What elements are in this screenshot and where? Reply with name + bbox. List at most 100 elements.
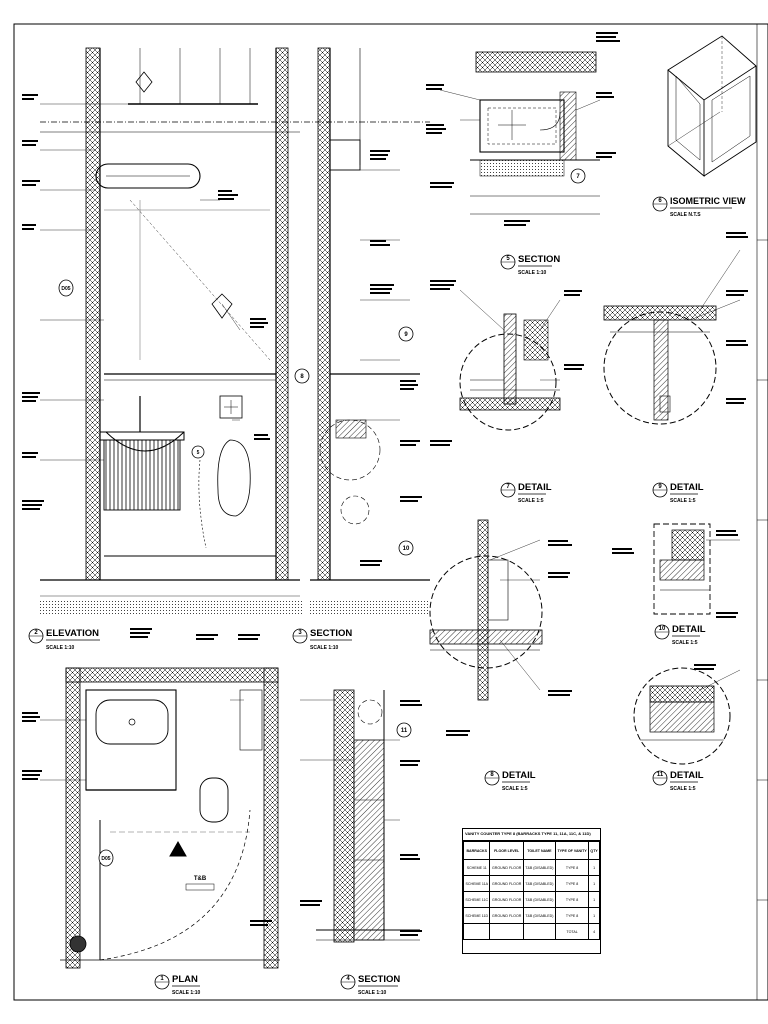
view-title: SECTION bbox=[310, 628, 352, 639]
table-row: SCHEME 11C GROUND FLOOR T&B (DISABLED) T… bbox=[462, 891, 600, 908]
view-number: 2 bbox=[34, 630, 38, 636]
view-number: 4 bbox=[346, 976, 350, 982]
detail-7-drawing bbox=[459, 313, 561, 431]
view-title-isometric: 6 ISOMETRIC VIEW SCALE N.T.S bbox=[652, 196, 746, 218]
schedule-heading: VANITY COUNTER TYPE 8 (BARRACKS TYPE 11,… bbox=[463, 829, 600, 841]
view-number: 10 bbox=[659, 626, 666, 632]
room-tag: T&B bbox=[194, 876, 207, 882]
view-title: PLAN bbox=[172, 974, 198, 985]
detail-10-drawing bbox=[653, 523, 711, 615]
view-scale: SCALE 1:5 bbox=[672, 640, 698, 646]
view-title: DETAIL bbox=[502, 770, 536, 781]
table-cell: 1 bbox=[588, 907, 600, 924]
table-cell: SCHEME 11A bbox=[462, 875, 491, 892]
view-number: 9 bbox=[658, 484, 662, 490]
vanity-schedule: VANITY COUNTER TYPE 8 (BARRACKS TYPE 11,… bbox=[462, 828, 601, 954]
door-tag: D05 bbox=[61, 286, 70, 292]
detail-9-drawing bbox=[603, 305, 717, 425]
view-title-section-5: 5 SECTION SCALE 1:10 bbox=[500, 254, 560, 276]
view-scale: SCALE 1:5 bbox=[670, 786, 696, 792]
table-cell: T&B (DISABLED) bbox=[522, 875, 556, 892]
view-scale: SCALE 1:10 bbox=[46, 645, 75, 651]
view-title-elevation: 2 ELEVATION SCALE 1:10 bbox=[28, 628, 100, 651]
view-scale: SCALE 1:10 bbox=[518, 270, 547, 276]
table-cell: TYPE 8 bbox=[554, 859, 590, 876]
table-cell: TYPE 8 bbox=[554, 875, 590, 892]
total-row: TOTAL 4 bbox=[462, 923, 600, 940]
view-title-detail-9: 9 DETAIL SCALE 1:5 bbox=[652, 482, 704, 504]
elevation-drawing bbox=[40, 47, 430, 614]
callout-markers: D05 D05 T&B 8 9 10 11 7 5 bbox=[58, 168, 586, 891]
view-number: 8 bbox=[490, 772, 494, 778]
table-cell bbox=[462, 923, 491, 940]
view-number: 7 bbox=[506, 484, 510, 490]
detail-11-drawing bbox=[633, 667, 731, 765]
table-row: SCHEME 11 GROUND FLOOR T&B (DISABLED) TY… bbox=[462, 859, 600, 876]
view-title-detail-8: 8 DETAIL SCALE 1:5 bbox=[484, 770, 536, 792]
table-cell bbox=[489, 923, 524, 940]
view-number: 5 bbox=[506, 256, 510, 262]
table-cell: T&B (DISABLED) bbox=[522, 859, 556, 876]
table-cell: T&B (DISABLED) bbox=[522, 907, 556, 924]
view-title: SECTION bbox=[518, 254, 560, 265]
detail-8-drawing bbox=[429, 519, 543, 701]
table-cell: SCHEME 11C bbox=[462, 891, 491, 908]
total-label: TOTAL bbox=[554, 923, 590, 940]
view-number: 6 bbox=[658, 198, 662, 204]
marker-8: 8 bbox=[300, 374, 304, 380]
table-row: SCHEME 11D GROUND FLOOR T&B (DISABLED) T… bbox=[462, 907, 600, 924]
view-scale: SCALE 1:5 bbox=[502, 786, 528, 792]
view-title: DETAIL bbox=[670, 482, 704, 493]
view-title-plan: 1 PLAN SCALE 1:10 bbox=[154, 974, 201, 996]
column-header: BARRACKS bbox=[462, 841, 491, 860]
marker-5: 5 bbox=[197, 450, 200, 456]
view-title: DETAIL bbox=[670, 770, 704, 781]
view-scale: SCALE 1:10 bbox=[172, 990, 201, 996]
view-title-detail-7: 7 DETAIL SCALE 1:5 bbox=[500, 482, 552, 504]
column-header: FLOOR LEVEL bbox=[489, 841, 524, 860]
table-cell: SCHEME 11D bbox=[462, 907, 491, 924]
view-scale: SCALE 1:10 bbox=[310, 645, 339, 651]
marker-7: 7 bbox=[576, 174, 580, 180]
table-cell: TYPE 8 bbox=[554, 907, 590, 924]
table-cell bbox=[522, 923, 556, 940]
table-row: SCHEME 11A GROUND FLOOR T&B (DISABLED) T… bbox=[462, 875, 600, 892]
view-number: 1 bbox=[160, 976, 164, 982]
isometric-drawing bbox=[667, 35, 757, 177]
title-strip bbox=[757, 239, 768, 901]
door-tag: D05 bbox=[101, 856, 110, 862]
table-cell: GROUND FLOOR bbox=[489, 859, 524, 876]
marker-9: 9 bbox=[404, 332, 408, 338]
view-number: 3 bbox=[298, 630, 302, 636]
view-title: DETAIL bbox=[672, 624, 706, 635]
schedule-header-row: BARRACKS FLOOR LEVEL TOILET NAME TYPE OF… bbox=[462, 841, 600, 860]
schedule-table: BARRACKS FLOOR LEVEL TOILET NAME TYPE OF… bbox=[462, 841, 600, 940]
table-cell: TYPE 8 bbox=[554, 891, 590, 908]
view-title-detail-11: 11 DETAIL SCALE 1:5 bbox=[652, 770, 704, 792]
section-3-drawing bbox=[310, 47, 430, 614]
view-title: SECTION bbox=[358, 974, 400, 985]
view-scale: SCALE N.T.S bbox=[670, 212, 701, 218]
column-header: TYPE OF VANITY bbox=[554, 841, 590, 860]
view-scale: SCALE 1:10 bbox=[358, 990, 387, 996]
marker-10: 10 bbox=[403, 546, 410, 552]
view-title: DETAIL bbox=[518, 482, 552, 493]
view-title-detail-10: 10 DETAIL SCALE 1:5 bbox=[654, 624, 706, 646]
view-scale: SCALE 1:5 bbox=[518, 498, 544, 504]
column-header: TOILET NAME bbox=[522, 841, 556, 860]
total-value: 4 bbox=[588, 923, 600, 940]
table-cell: GROUND FLOOR bbox=[489, 907, 524, 924]
column-header: QTY bbox=[588, 841, 600, 860]
table-cell: 1 bbox=[588, 891, 600, 908]
view-title-section-4: 4 SECTION SCALE 1:10 bbox=[340, 974, 400, 996]
plan-drawing bbox=[60, 667, 280, 969]
table-cell: 1 bbox=[588, 859, 600, 876]
section-4-drawing bbox=[316, 689, 420, 943]
table-cell: T&B (DISABLED) bbox=[522, 891, 556, 908]
table-cell: GROUND FLOOR bbox=[489, 891, 524, 908]
table-cell: GROUND FLOOR bbox=[489, 875, 524, 892]
table-cell: 1 bbox=[588, 875, 600, 892]
view-title: ELEVATION bbox=[46, 628, 99, 639]
annotation-leaders bbox=[40, 89, 741, 821]
